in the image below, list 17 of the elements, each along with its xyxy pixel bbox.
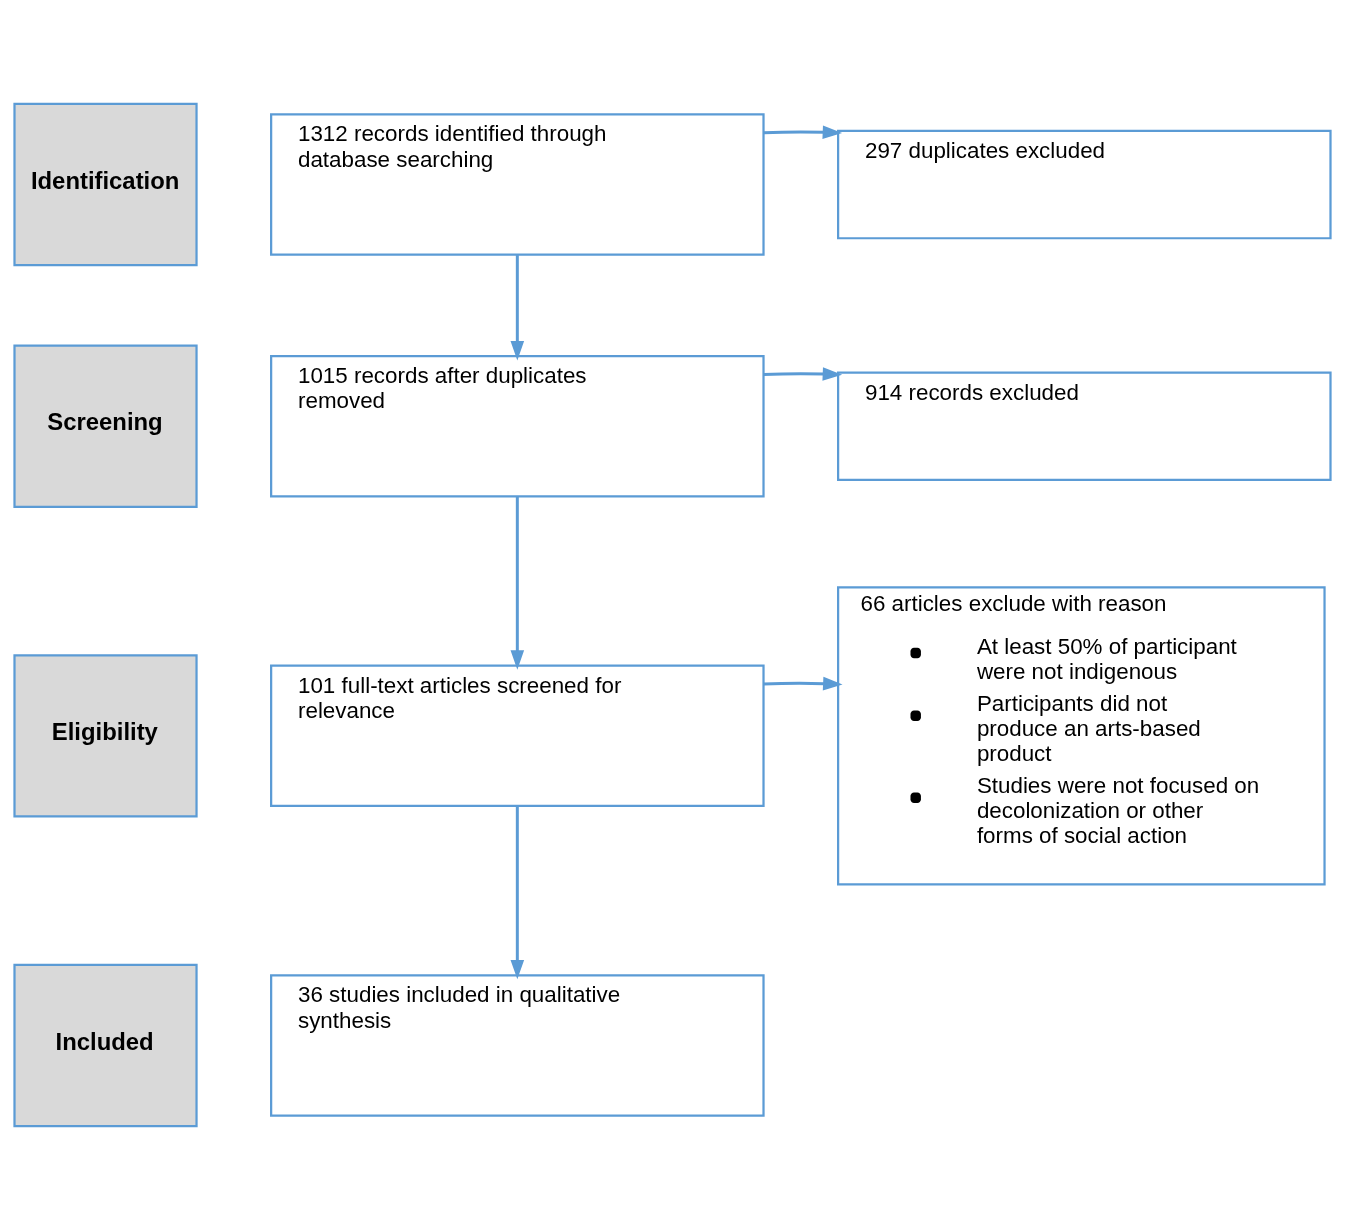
arrow: [510, 255, 525, 361]
node-box: Identification: [13, 102, 198, 267]
arrow: [510, 806, 525, 980]
node-box: Screening: [13, 344, 198, 508]
node-box: 101 full-text articles screened for relevance: [270, 664, 765, 808]
arrow: [510, 496, 525, 670]
node-box: Included: [13, 963, 198, 1128]
node-box: 1015 records after duplicates removed: [270, 355, 765, 498]
arrow: [763, 367, 843, 381]
node-box: 914 records excluded: [837, 371, 1332, 482]
node-box: 297 duplicates excluded: [837, 129, 1332, 240]
node-box: 36 studies included in qualitative synthesis: [270, 974, 765, 1117]
arrow: [763, 676, 843, 691]
node-box: 66 articles exclude with reason At least 50% of participant were not indigenous Participants did not produce an arts-based product Studies were not focused on decolonization or other forms of social action: [837, 586, 1326, 886]
node-box: 1312 records identified through database searching: [270, 113, 765, 256]
arrow: [763, 125, 843, 140]
node-box: Eligibility: [13, 654, 198, 818]
